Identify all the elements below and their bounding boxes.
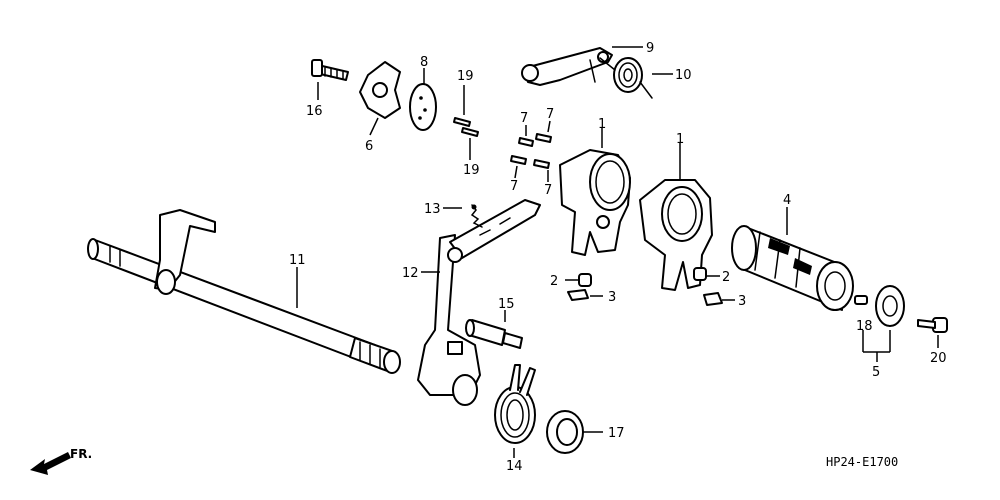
diagram-code: HP24-E1700 [826, 455, 898, 469]
callout-18: 18 [856, 319, 873, 334]
shift-fork-left-part[interactable] [559, 149, 631, 256]
drum-center-bolt-part[interactable] [917, 317, 948, 333]
fork-pin-2-part[interactable] [578, 267, 707, 287]
front-direction-indicator: FR. [30, 447, 92, 475]
drum-center-part[interactable] [854, 285, 905, 327]
front-arrow-icon [30, 452, 71, 475]
callout-7-d: 7 [544, 183, 552, 198]
small-spring-part[interactable] [470, 204, 483, 228]
callout-3-right: 3 [738, 294, 746, 309]
callout-1-center: 1 [676, 132, 684, 147]
callout-12: 12 [402, 266, 419, 281]
dowel-pins-7-part[interactable] [510, 133, 552, 169]
leader-lines [296, 46, 939, 458]
return-spring-part[interactable] [494, 364, 536, 444]
callout-9: 9 [646, 41, 654, 56]
drum-bolt-part[interactable] [311, 59, 349, 81]
front-label: FR. [70, 447, 92, 461]
disc-plate-part[interactable] [409, 83, 437, 131]
callout-7-a: 7 [520, 111, 528, 126]
callout-4: 4 [783, 193, 791, 208]
callout-3-left: 3 [608, 290, 616, 305]
clip-3-part[interactable] [567, 289, 723, 306]
stopper-arm-part[interactable] [521, 47, 613, 86]
callout-8: 8 [420, 55, 428, 70]
callout-20: 20 [930, 351, 947, 366]
callout-7-b: 7 [546, 107, 554, 122]
shift-fork-center-part[interactable] [639, 179, 713, 291]
callout-6: 6 [365, 139, 373, 154]
callout-2-left: 2 [550, 274, 558, 289]
gearshift-arm-part[interactable] [417, 199, 541, 406]
stopper-plate-part[interactable] [359, 61, 401, 119]
callout-10: 10 [675, 68, 692, 83]
callout-11: 11 [289, 253, 306, 268]
callout-7-c: 7 [510, 179, 518, 194]
callout-19-top: 19 [457, 69, 474, 84]
callout-13: 13 [424, 202, 441, 217]
callout-16: 16 [306, 104, 323, 119]
callout-19-bottom: 19 [463, 163, 480, 178]
pivot-bolt-part[interactable] [465, 319, 523, 349]
callout-1-left: 1 [598, 117, 606, 132]
shift-shaft-part[interactable] [87, 209, 401, 374]
callout-5: 5 [872, 365, 880, 380]
torsion-spring-part[interactable] [599, 57, 653, 99]
callout-17: 17 [608, 426, 625, 441]
callout-15: 15 [498, 297, 515, 312]
shift-drum-part[interactable] [731, 225, 854, 311]
guide-pins-19-part[interactable] [453, 117, 479, 137]
callout-2-right: 2 [722, 270, 730, 285]
oil-seal-part[interactable] [546, 410, 584, 454]
callout-labels: 1 1 2 2 3 3 4 5 6 7 7 7 7 8 9 10 11 12 1… [289, 41, 947, 474]
callout-14: 14 [506, 459, 523, 474]
